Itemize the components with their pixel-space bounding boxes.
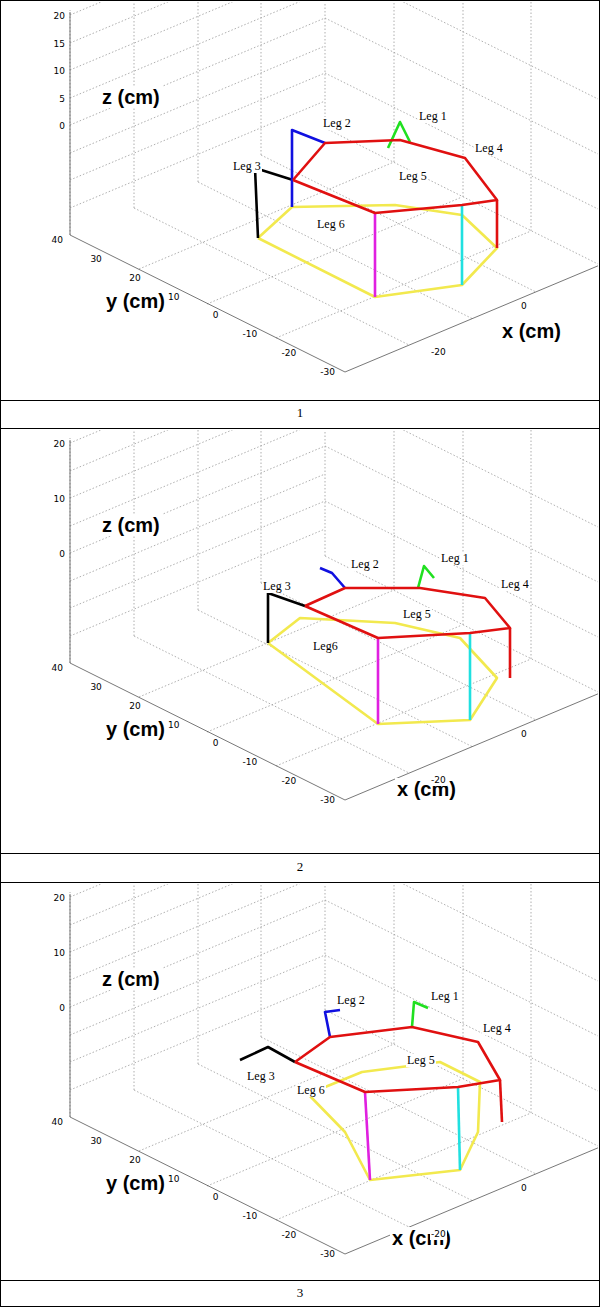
tick-label: -10 <box>242 1212 259 1222</box>
leg-label: Leg 5 <box>398 170 428 183</box>
tick-label: 0 <box>520 302 528 312</box>
tick-label: 0 <box>58 1004 66 1014</box>
tick-label: 5 <box>58 95 66 105</box>
tick-label: 40 <box>51 664 64 674</box>
tick-label: 20 <box>53 12 66 22</box>
tick-label: 40 <box>51 236 64 246</box>
leg-label: Leg 4 <box>482 1022 512 1035</box>
tick-label: -20 <box>430 348 447 358</box>
tick-label: 10 <box>167 1175 180 1185</box>
tick-label: -10 <box>242 758 259 768</box>
panel-number: 2 <box>295 860 306 874</box>
axis-label: z (cm) <box>100 968 162 990</box>
panel-number: 1 <box>295 406 306 420</box>
leg-label: Leg 1 <box>418 110 448 123</box>
tick-label: -30 <box>319 368 336 378</box>
tick-label: 10 <box>167 293 180 303</box>
plot-panel <box>70 0 600 372</box>
tick-label: 0 <box>58 550 66 560</box>
tick-label: 30 <box>89 1137 102 1147</box>
axis-label: y (cm) <box>104 718 167 740</box>
tick-label: 10 <box>167 721 180 731</box>
leg-label: Leg 6 <box>316 218 346 231</box>
leg-label: Leg 4 <box>474 142 504 155</box>
tick-label: 30 <box>89 255 102 265</box>
tick-label: 20 <box>128 1156 141 1166</box>
tick-label: 20 <box>53 894 66 904</box>
tick-label: 0 <box>212 739 220 749</box>
leg-label: Leg 2 <box>350 558 380 571</box>
tick-label: 30 <box>89 683 102 693</box>
axis-label: y (cm) <box>104 290 167 312</box>
leg-label: Leg 1 <box>430 990 460 1003</box>
tick-label: -30 <box>319 1250 336 1260</box>
axis-label: x (cm) <box>395 778 458 800</box>
leg-label: Leg 3 <box>262 580 292 593</box>
tick-label: 40 <box>51 1118 64 1128</box>
axis-label: y (cm) <box>104 1172 167 1194</box>
tick-label: 0 <box>212 311 220 321</box>
plot-panel <box>70 790 600 1254</box>
leg-label: Leg 6 <box>296 1084 326 1097</box>
tick-label: -20 <box>430 1230 447 1240</box>
tick-label: -20 <box>280 349 297 359</box>
leg-label: Leg 1 <box>440 552 470 565</box>
tick-label: 10 <box>53 67 66 77</box>
leg-label: Leg 2 <box>322 117 352 130</box>
tick-label: 0 <box>212 1193 220 1203</box>
tick-label: 0 <box>520 1184 528 1194</box>
tick-label: 20 <box>128 274 141 284</box>
plot-panel <box>70 336 600 800</box>
leg-label: Leg 5 <box>402 608 432 621</box>
leg-label: Leg 3 <box>246 1070 276 1083</box>
tick-label: 10 <box>53 949 66 959</box>
tick-label: 0 <box>520 730 528 740</box>
leg-label: Leg6 <box>312 640 339 653</box>
tick-label: -20 <box>280 1231 297 1241</box>
axis-label: x (cm) <box>500 320 563 342</box>
axis-label: z (cm) <box>100 86 162 108</box>
panel-number: 3 <box>295 1286 306 1300</box>
tick-label: 20 <box>53 440 66 450</box>
tick-label: -20 <box>430 776 447 786</box>
tick-label: 0 <box>58 122 66 132</box>
leg-label: Leg 5 <box>406 1054 436 1067</box>
tick-label: -30 <box>319 796 336 806</box>
leg-label: Leg 2 <box>336 994 366 1007</box>
tick-label: 10 <box>53 495 66 505</box>
leg-label: Leg 3 <box>232 160 262 173</box>
tick-label: -20 <box>280 777 297 787</box>
tick-label: 15 <box>53 40 66 50</box>
axis-label: z (cm) <box>100 514 162 536</box>
leg-label: Leg 4 <box>500 578 530 591</box>
tick-label: -10 <box>242 330 259 340</box>
tick-label: 20 <box>128 702 141 712</box>
